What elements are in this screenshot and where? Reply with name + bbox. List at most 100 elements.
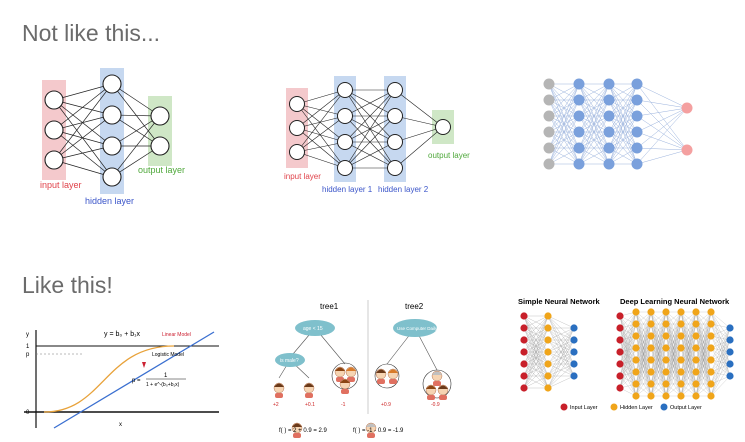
simple-nn-edge — [547, 363, 575, 389]
net3-edge — [636, 83, 688, 109]
simple-nn-node — [544, 372, 552, 380]
output-layer-label: output layer — [138, 165, 185, 175]
tree2-leaf1-circle — [374, 363, 400, 389]
logistic-curve — [43, 345, 175, 413]
net1-edge — [53, 114, 113, 161]
tree2-title: tree2 — [405, 302, 424, 311]
net2-edge — [296, 141, 346, 153]
net3-edge — [608, 115, 638, 165]
net3-edge — [608, 83, 638, 117]
deep-nn-edge — [710, 363, 731, 397]
deep-nn-node — [692, 356, 700, 364]
hair-icon — [335, 367, 345, 371]
tick-p: p — [26, 352, 30, 358]
deep-nn-edge — [635, 311, 652, 349]
net2-node — [337, 160, 353, 176]
deep-nn-edge — [650, 311, 667, 337]
tree1-root-node — [295, 320, 335, 336]
deep-nn-node — [616, 336, 624, 344]
deep-nn-node — [616, 312, 624, 320]
deep-nn-edge — [680, 311, 697, 349]
net1-edge — [53, 159, 113, 178]
deep-nn-edge — [619, 335, 637, 389]
hidden-layer-1-label: hidden layer 1 — [322, 185, 373, 194]
net3-node — [573, 78, 585, 90]
deep-nn-edge — [695, 311, 712, 349]
net3-edge — [636, 107, 688, 117]
net3-edge — [608, 83, 638, 133]
simple-nn-node — [570, 360, 578, 368]
deep-nn-node — [632, 320, 640, 328]
net3-edge — [636, 115, 688, 151]
tree1-child-text: is male? — [280, 358, 299, 364]
simple-nn-edge — [547, 375, 575, 389]
net3-node — [631, 126, 643, 138]
net3-edge — [636, 107, 688, 133]
net3-edge — [608, 83, 638, 149]
deep-nn-node — [707, 320, 715, 328]
net3-node — [573, 110, 585, 122]
net1-edge — [53, 83, 113, 101]
net3-edge — [548, 115, 580, 165]
net3-node — [631, 78, 643, 90]
deep-nn-edge — [650, 311, 667, 349]
simple-nn-edge — [523, 363, 549, 389]
heading-like-this: Like this! — [22, 272, 113, 298]
simple-nn-edge — [523, 327, 549, 389]
deep-nn-edge — [710, 375, 731, 397]
net2-edge — [296, 103, 346, 117]
deep-nn-edge — [650, 311, 667, 361]
tree1-root-text: age < 15 — [303, 326, 323, 332]
x-axis-label: x — [119, 422, 122, 428]
deep-nn-node — [662, 308, 670, 316]
body-icon — [293, 433, 301, 438]
deep-nn-node — [677, 380, 685, 388]
simple-nn-node — [544, 324, 552, 332]
deep-nn-edge — [650, 359, 667, 397]
deep-nn-edge — [619, 311, 637, 341]
net1-node — [150, 106, 170, 126]
deep-nn-node — [726, 336, 734, 344]
deep-nn-node — [677, 344, 685, 352]
deep-nn-node — [707, 392, 715, 400]
deep-nn-edge — [695, 371, 712, 397]
tree1-leaf2-score: +0.1 — [305, 402, 315, 408]
deep-nn-node — [726, 372, 734, 380]
hidden-layer-label: hidden layer — [85, 196, 134, 206]
body-icon — [305, 393, 313, 398]
heading-not-like-this: Not like this... — [22, 20, 161, 46]
net3-node — [603, 110, 615, 122]
net3-node — [631, 142, 643, 154]
net3-edge — [548, 83, 580, 165]
deep-nn-edge — [635, 347, 652, 397]
deep-nn-node — [647, 344, 655, 352]
net1-node — [102, 74, 122, 94]
deep-nn-edge — [695, 311, 712, 361]
simple-nn-edge — [547, 327, 575, 389]
net2-edge — [296, 115, 346, 153]
linear-model-label: Linear Model — [162, 332, 191, 338]
deep-nn-node — [726, 348, 734, 356]
tree-score-formula-2: f( ) = -1 - 0.9 = -1.9 — [353, 428, 404, 434]
hair-icon — [304, 383, 314, 387]
net3-node — [573, 142, 585, 154]
deep-nn-node — [662, 332, 670, 340]
hair-icon — [346, 367, 356, 371]
net3-edge — [608, 99, 638, 165]
net3-node — [681, 144, 693, 156]
net3-edge — [636, 149, 688, 165]
deep-nn-edge — [619, 311, 637, 329]
hair-icon — [274, 383, 284, 387]
linear-equation: y = b₀ + b₁x — [104, 331, 141, 338]
simple-nn-edge — [523, 315, 549, 341]
simple-nn-node — [520, 336, 528, 344]
simple-nn-edge — [547, 327, 575, 365]
hidden-layer-2-label: hidden layer 2 — [378, 185, 429, 194]
deep-nn-node — [677, 308, 685, 316]
deep-nn-node — [692, 380, 700, 388]
legend-input-dot — [560, 403, 568, 411]
deep-nn-edge — [665, 371, 682, 397]
net1-edge — [53, 99, 113, 178]
simple-nn-edge — [523, 339, 549, 389]
simple-nn-edge — [523, 315, 549, 377]
